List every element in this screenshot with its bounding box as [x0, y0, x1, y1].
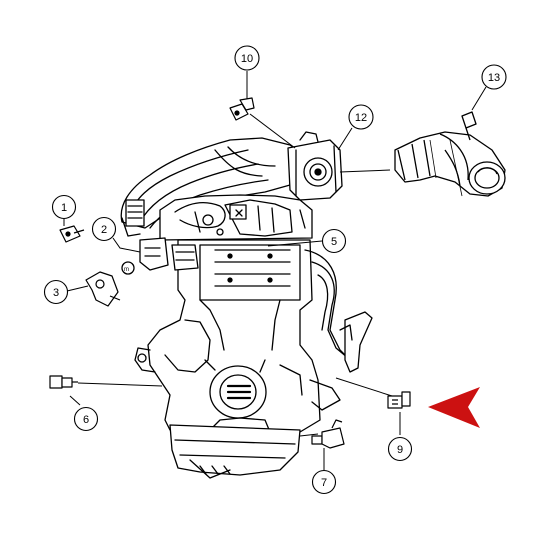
- leader-line-5: [267, 240, 323, 247]
- sensor-part-3-icon: [85, 271, 121, 307]
- callout-10-label: 10: [241, 53, 253, 65]
- leader-line-9b: [335, 377, 393, 397]
- callout-5: 5: [321, 228, 347, 254]
- callout-7-label: 7: [321, 477, 327, 489]
- engine-block-illustration: m: [120, 131, 373, 479]
- leader-line-3: [66, 285, 89, 292]
- callout-12: 12: [348, 104, 374, 130]
- callout-7: 7: [311, 469, 337, 495]
- svg-text:m: m: [124, 267, 129, 273]
- leader-line-12: [337, 127, 353, 151]
- callout-1-label: 1: [61, 202, 67, 214]
- red-pointer-arrow-icon: [428, 387, 480, 428]
- sensor-part-9-icon: [387, 391, 411, 409]
- callout-10: 10: [234, 45, 260, 71]
- leader-line-10b: [249, 113, 296, 149]
- leader-line-13: [471, 86, 487, 111]
- callout-9-label: 9: [397, 444, 403, 456]
- sensor-part-7-icon: [311, 419, 345, 449]
- leader-line-6: [69, 395, 81, 406]
- sensor-part-1-icon: [59, 225, 85, 243]
- callout-5-label: 5: [331, 236, 337, 248]
- callout-6-label: 6: [83, 414, 89, 426]
- leader-line-6b: [77, 382, 163, 387]
- leader-line-2: [112, 237, 141, 253]
- callout-12-label: 12: [355, 112, 367, 124]
- callout-bubbles: 1 2 3 5 6 7 9 10: [43, 45, 507, 495]
- callout-13: 13: [481, 64, 507, 90]
- sensor-part-6-icon: [49, 375, 78, 389]
- callout-1: 1: [51, 194, 77, 220]
- leader-line-7b: [299, 433, 319, 437]
- callout-2-label: 2: [101, 224, 107, 236]
- leader-lines: [63, 71, 487, 470]
- callout-6: 6: [73, 406, 99, 432]
- sensor-part-10-icon: [229, 97, 255, 121]
- callout-13-label: 13: [488, 72, 500, 84]
- callout-2: 2: [91, 216, 117, 242]
- leader-line-12b: [339, 169, 391, 173]
- callout-9: 9: [387, 436, 413, 462]
- intake-hose-illustration: [394, 111, 506, 197]
- callout-3-label: 3: [53, 287, 59, 299]
- callout-3: 3: [43, 279, 69, 305]
